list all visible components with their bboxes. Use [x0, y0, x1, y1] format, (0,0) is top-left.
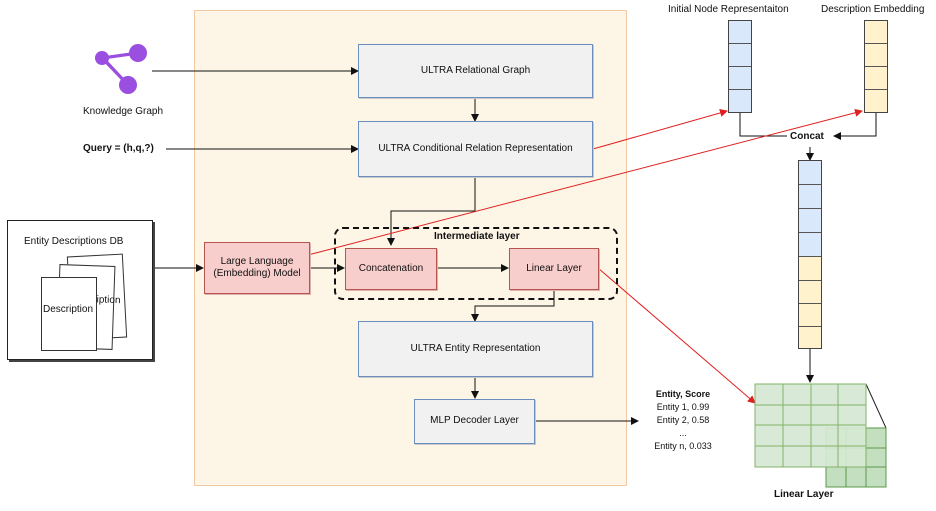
- vector-cell-blue: [799, 161, 821, 185]
- concatenated-vector: [798, 160, 822, 349]
- vector-cell-blue: [799, 209, 821, 233]
- description-embedding-vector: [864, 20, 888, 113]
- initial-node-vector: [728, 20, 752, 113]
- score-row: Entity 1, 0.99: [656, 402, 710, 412]
- mlp-decoder-box: MLP Decoder Layer: [414, 399, 535, 444]
- conditional-to-initial-node-arrow: [592, 109, 728, 150]
- vector-cell-yellow: [799, 281, 821, 304]
- linear-to-output-arrow: [597, 267, 756, 404]
- ultra-relational-graph-box: ULTRA Relational Graph: [358, 44, 593, 98]
- vector-cell: [865, 21, 887, 44]
- entity-descriptions-db: Entity Descriptions DB scription Descrip…: [7, 220, 153, 360]
- knowledge-graph-label: Knowledge Graph: [83, 106, 164, 117]
- intermediate-layer-title: Intermediate layer: [434, 231, 520, 242]
- vector-cell-blue: [799, 185, 821, 209]
- description-to-concat-line: [833, 113, 877, 140]
- description-embedding-label: Description Embedding: [821, 4, 925, 15]
- initial-to-concat-line: [739, 113, 787, 137]
- llm-embedding-box: Large Language (Embedding) Model: [204, 242, 310, 294]
- concat-label: Concat: [790, 131, 824, 142]
- llm-to-description-embedding-arrow: [307, 108, 863, 256]
- vector-cell-yellow: [799, 257, 821, 281]
- intermediate-layer-region: [334, 227, 618, 300]
- ultra-conditional-relation-box: ULTRA Conditional Relation Representatio…: [358, 121, 593, 177]
- vector-cell-blue: [799, 233, 821, 257]
- linear-layer-box: Linear Layer: [509, 248, 599, 290]
- score-row: Entity n, 0.033: [654, 441, 712, 451]
- scores-header: Entity, Score: [655, 389, 711, 399]
- vector-cell: [729, 21, 751, 44]
- vector-cell-yellow: [799, 304, 821, 327]
- vector-cell: [865, 44, 887, 67]
- grid-perspective-top: [865, 383, 887, 429]
- ultra-entity-representation-box: ULTRA Entity Representation: [358, 321, 593, 377]
- score-row: ...: [679, 428, 687, 438]
- query-label: Query = (h,q,?): [83, 143, 154, 154]
- vector-cell-yellow: [799, 327, 821, 348]
- document-front-icon: Description: [41, 277, 97, 351]
- entity-db-title: Entity Descriptions DB: [24, 236, 124, 247]
- vector-cell: [729, 44, 751, 67]
- concatenation-box: Concatenation: [345, 248, 437, 290]
- linear-layer-output-label: Linear Layer: [774, 489, 834, 500]
- vector-cell: [729, 67, 751, 90]
- initial-node-label: Initial Node Representaiton: [668, 4, 789, 15]
- document-front-label: Description: [43, 304, 94, 315]
- entity-scores: Entity, Score Entity 1, 0.99 Entity 2, 0…: [633, 388, 733, 453]
- knowledge-graph-icon: [95, 44, 147, 94]
- vector-cell: [865, 67, 887, 90]
- score-row: Entity 2, 0.58: [656, 415, 710, 425]
- linear-output-grid: [754, 383, 887, 488]
